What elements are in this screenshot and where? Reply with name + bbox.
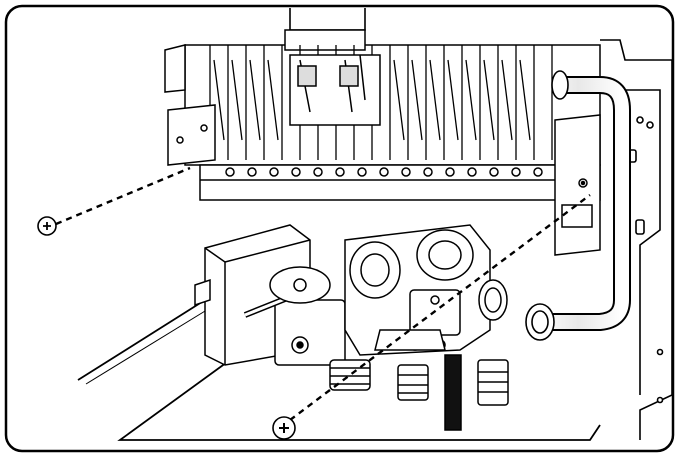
housing-hole-3 [656, 348, 664, 356]
bottom-fittings [329, 279, 509, 431]
electrode-assembly [289, 54, 381, 126]
solenoid-valve [243, 266, 346, 366]
water-pipe [525, 70, 631, 341]
housing-hole-1 [636, 116, 644, 124]
right-bracket [554, 114, 601, 256]
heat-exchanger [164, 29, 601, 201]
removal-paths [55, 166, 591, 421]
top-connector [284, 29, 366, 51]
housing-slot-2 [635, 219, 645, 235]
housing-hole-2 [646, 121, 654, 129]
burner-nozzles [225, 167, 543, 177]
left-bracket [167, 104, 216, 166]
gas-valve-body [344, 224, 491, 356]
left-screw-path [55, 166, 191, 226]
drain-pipe [444, 354, 462, 431]
phillips-screw-icon [37, 216, 57, 236]
tray-inner-edge [85, 307, 211, 385]
housing-hole-4 [656, 396, 664, 404]
bottom-screw-path [289, 194, 591, 421]
phillips-screw-icon [272, 416, 296, 440]
